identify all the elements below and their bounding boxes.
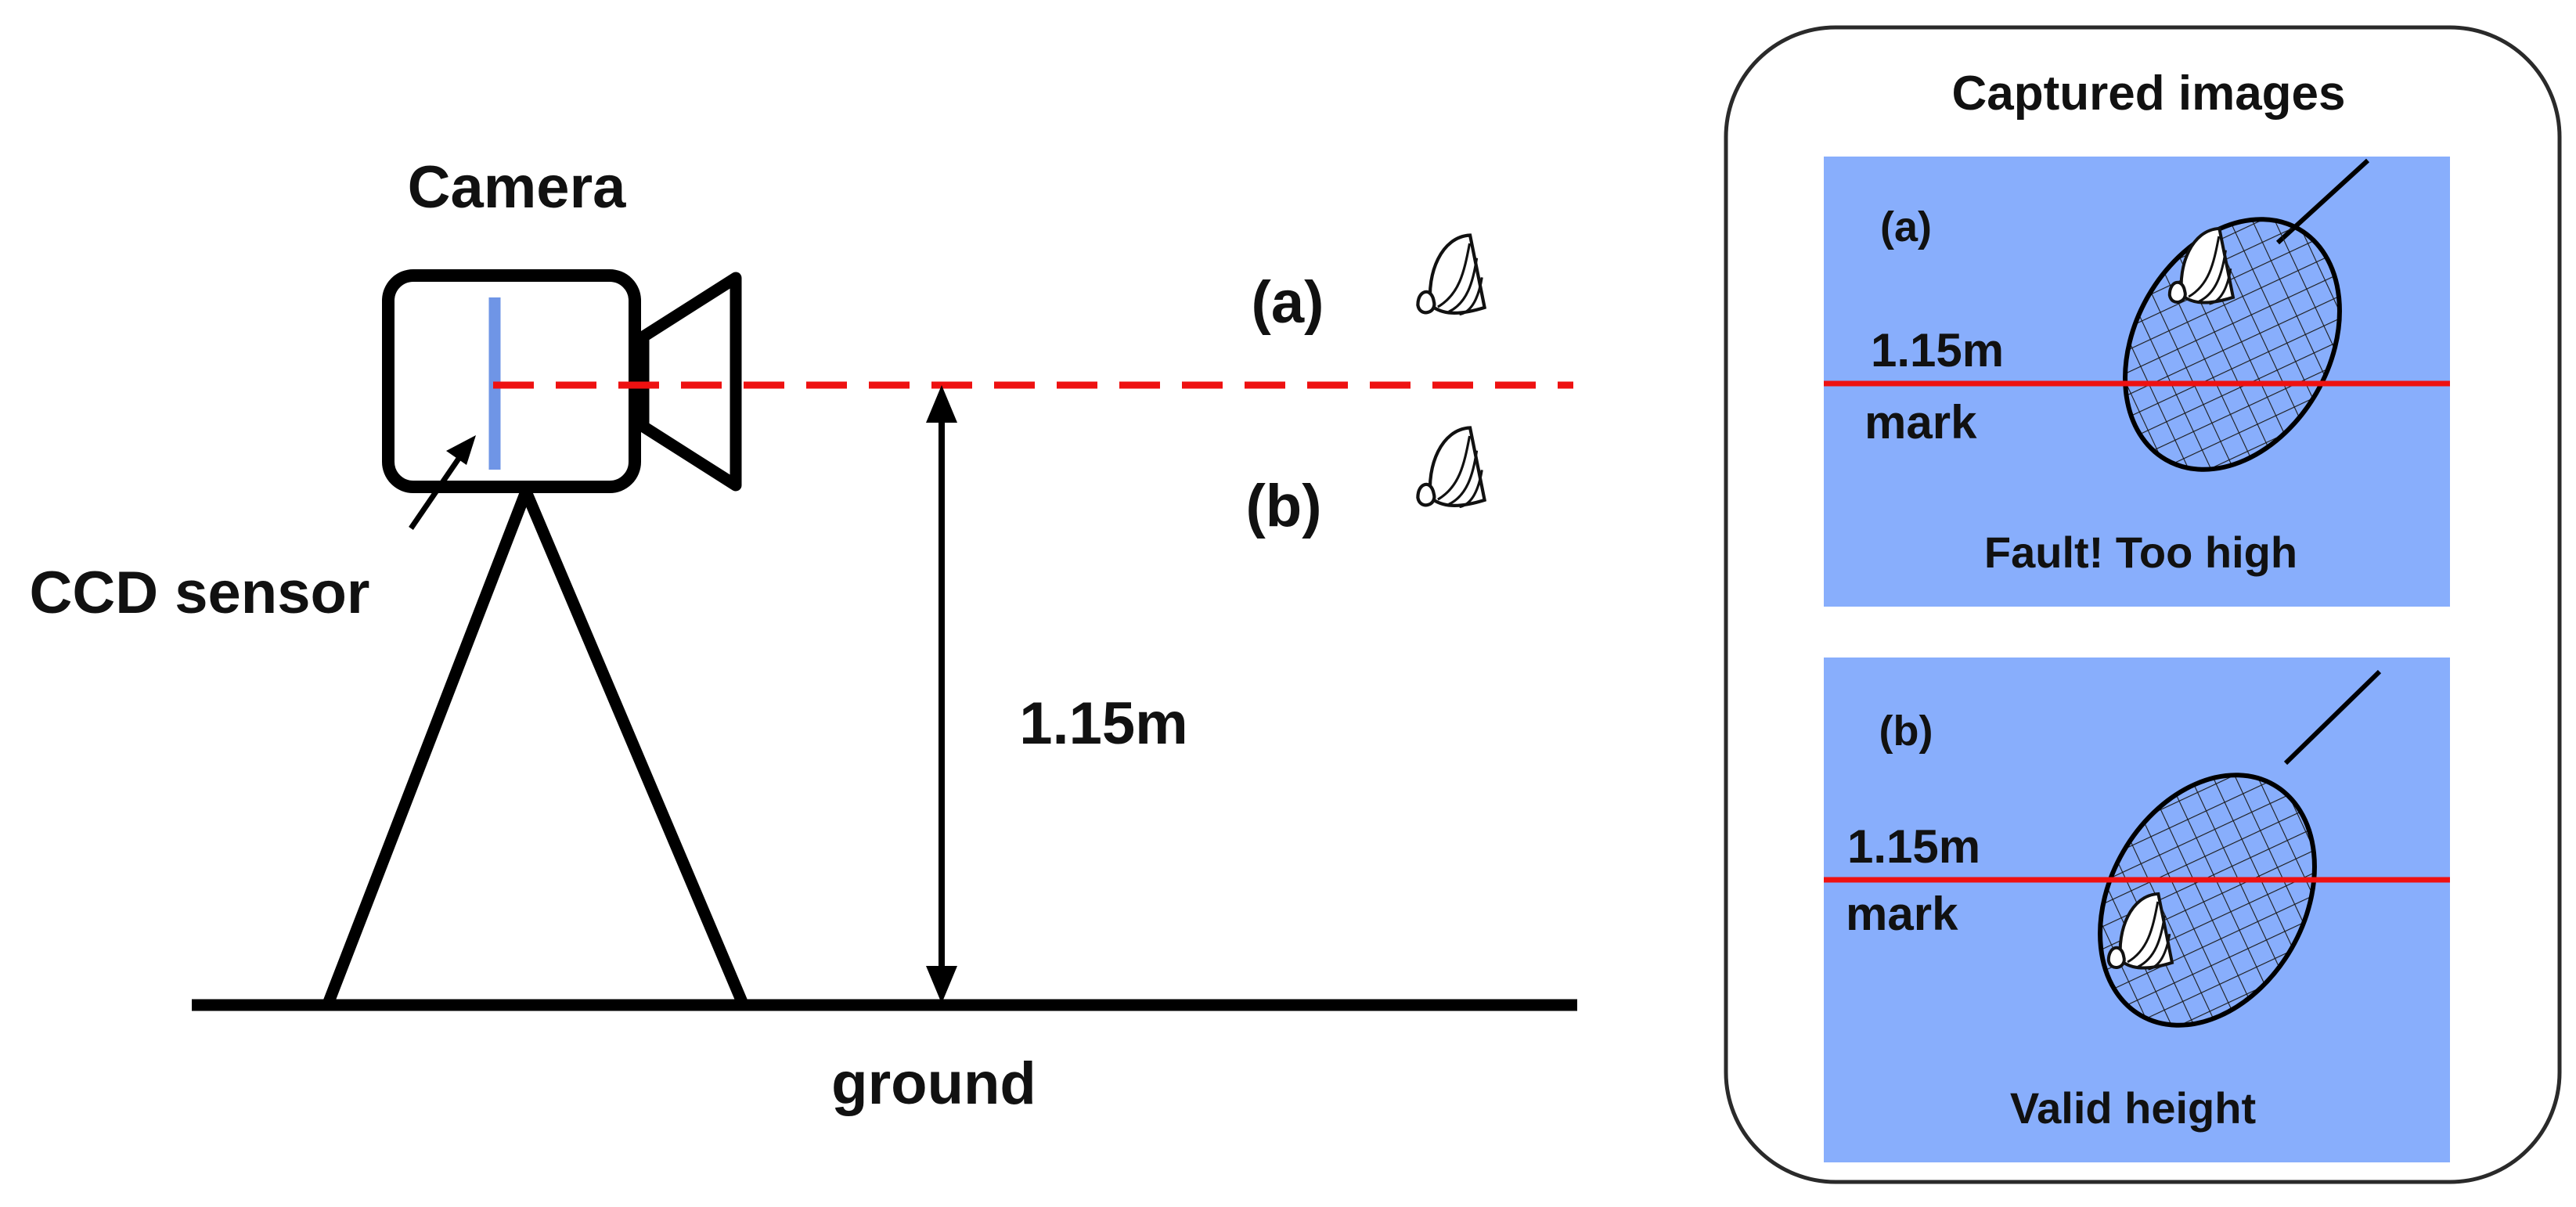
captured-image-a: (a) 1.15m mark Fault! Too high — [1824, 157, 2450, 607]
tripod — [322, 485, 748, 1008]
image-a-caption: Fault! Too high — [1984, 528, 2297, 577]
image-a-tag: (a) — [1880, 204, 1932, 250]
height-label: 1.15m — [1019, 690, 1188, 757]
ccd-sensor-label: CCD sensor — [30, 560, 370, 626]
image-a-mark-word: mark — [1864, 396, 1977, 449]
image-b-mark-word: mark — [1846, 888, 1958, 940]
height-arrow — [926, 385, 957, 1003]
shuttlecock-b-icon — [1404, 421, 1514, 534]
panel-title: Captured images — [1951, 67, 2345, 121]
camera-body — [382, 269, 641, 493]
shuttle-b-label: (b) — [1245, 473, 1321, 539]
image-b-caption: Valid height — [2010, 1083, 2256, 1133]
captured-image-b: (b) 1.15m mark Valid height — [1824, 658, 2450, 1162]
ground-label: ground — [831, 1050, 1036, 1117]
image-a-mark-value: 1.15m — [1871, 324, 2004, 377]
sensor-pointer-arrow — [409, 435, 476, 530]
camera-label: Camera — [408, 154, 627, 221]
shuttlecock-a-icon — [1404, 229, 1514, 341]
image-b-tag: (b) — [1879, 708, 1933, 755]
shuttle-a-label: (a) — [1252, 269, 1324, 336]
image-b-mark-value: 1.15m — [1847, 820, 1980, 873]
